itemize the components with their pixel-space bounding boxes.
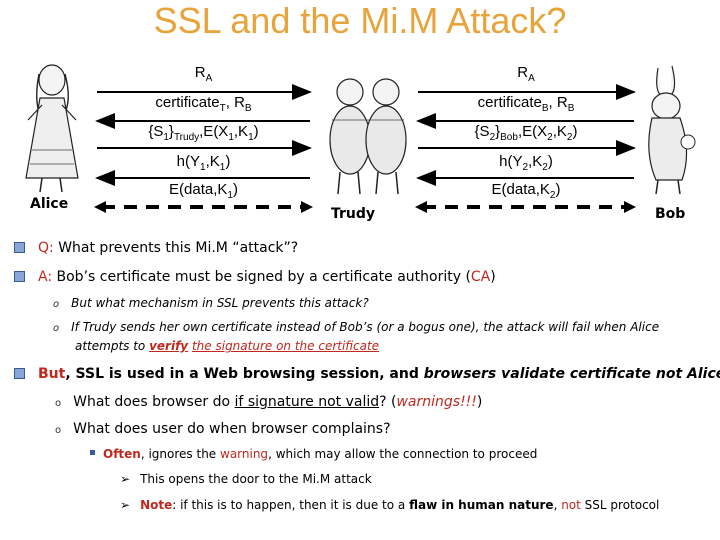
alice-label: Alice <box>30 196 69 212</box>
square-bullet-icon <box>14 241 25 253</box>
ring-bullet-icon: o <box>53 323 60 334</box>
bob-label: Bob <box>655 206 686 222</box>
ring-bullet-icon: o <box>55 425 62 436</box>
msg-left-cert: certificateT, RB <box>155 94 252 114</box>
msg-right-h: h(Y2,K2) <box>499 153 553 173</box>
trudy-label: Trudy <box>331 206 376 222</box>
msg-right-data: E(data,K2) <box>491 181 561 201</box>
ring-bullet-icon: o <box>53 299 60 310</box>
trudy-illustration <box>329 78 407 195</box>
arrow-bullet-icon: ➢ <box>120 498 131 512</box>
page-title: SSL and the Mi.M Attack? <box>153 0 567 41</box>
arrow-bullet-icon: ➢ <box>120 472 131 486</box>
square-bullet-icon <box>14 367 25 379</box>
msg-right-cert: certificateB, RB <box>477 94 575 114</box>
msg-right-ra: RA <box>517 64 535 84</box>
message-arrows <box>94 84 636 213</box>
small-square-bullet-icon <box>90 450 95 455</box>
bullet-question: Q: What prevents this Mi.M “attack”? <box>14 240 298 256</box>
msg-right-s: {S2}Bob,E(X2,K2) <box>474 123 578 143</box>
msg-left-data: E(data,K1) <box>169 181 238 201</box>
sub-bullet-trudy-line2: attempts to verify the signature on the … <box>75 339 380 353</box>
msg-left-h: h(Y1,K1) <box>176 153 231 173</box>
sub-sub-bullet-often: Often, ignores the warning, which may al… <box>90 447 537 461</box>
arrow-bullet-door: ➢This opens the door to the Mi.M attack <box>120 472 372 486</box>
bullet-but: But, SSL is used in a Web browsing sessi… <box>14 366 720 382</box>
bob-illustration <box>648 65 696 195</box>
square-bullet-icon <box>14 270 25 282</box>
arrow-bullet-note: ➢Note: if this is to happen, then it is … <box>120 498 660 512</box>
bullet-answer: A: Bob’s certificate must be signed by a… <box>14 269 496 285</box>
msg-left-ra: RA <box>194 64 213 84</box>
msg-left-s: {S1}Trudy,E(X1,K1) <box>148 123 259 143</box>
alice-illustration <box>25 64 79 193</box>
ring-bullet-icon: o <box>55 398 62 409</box>
